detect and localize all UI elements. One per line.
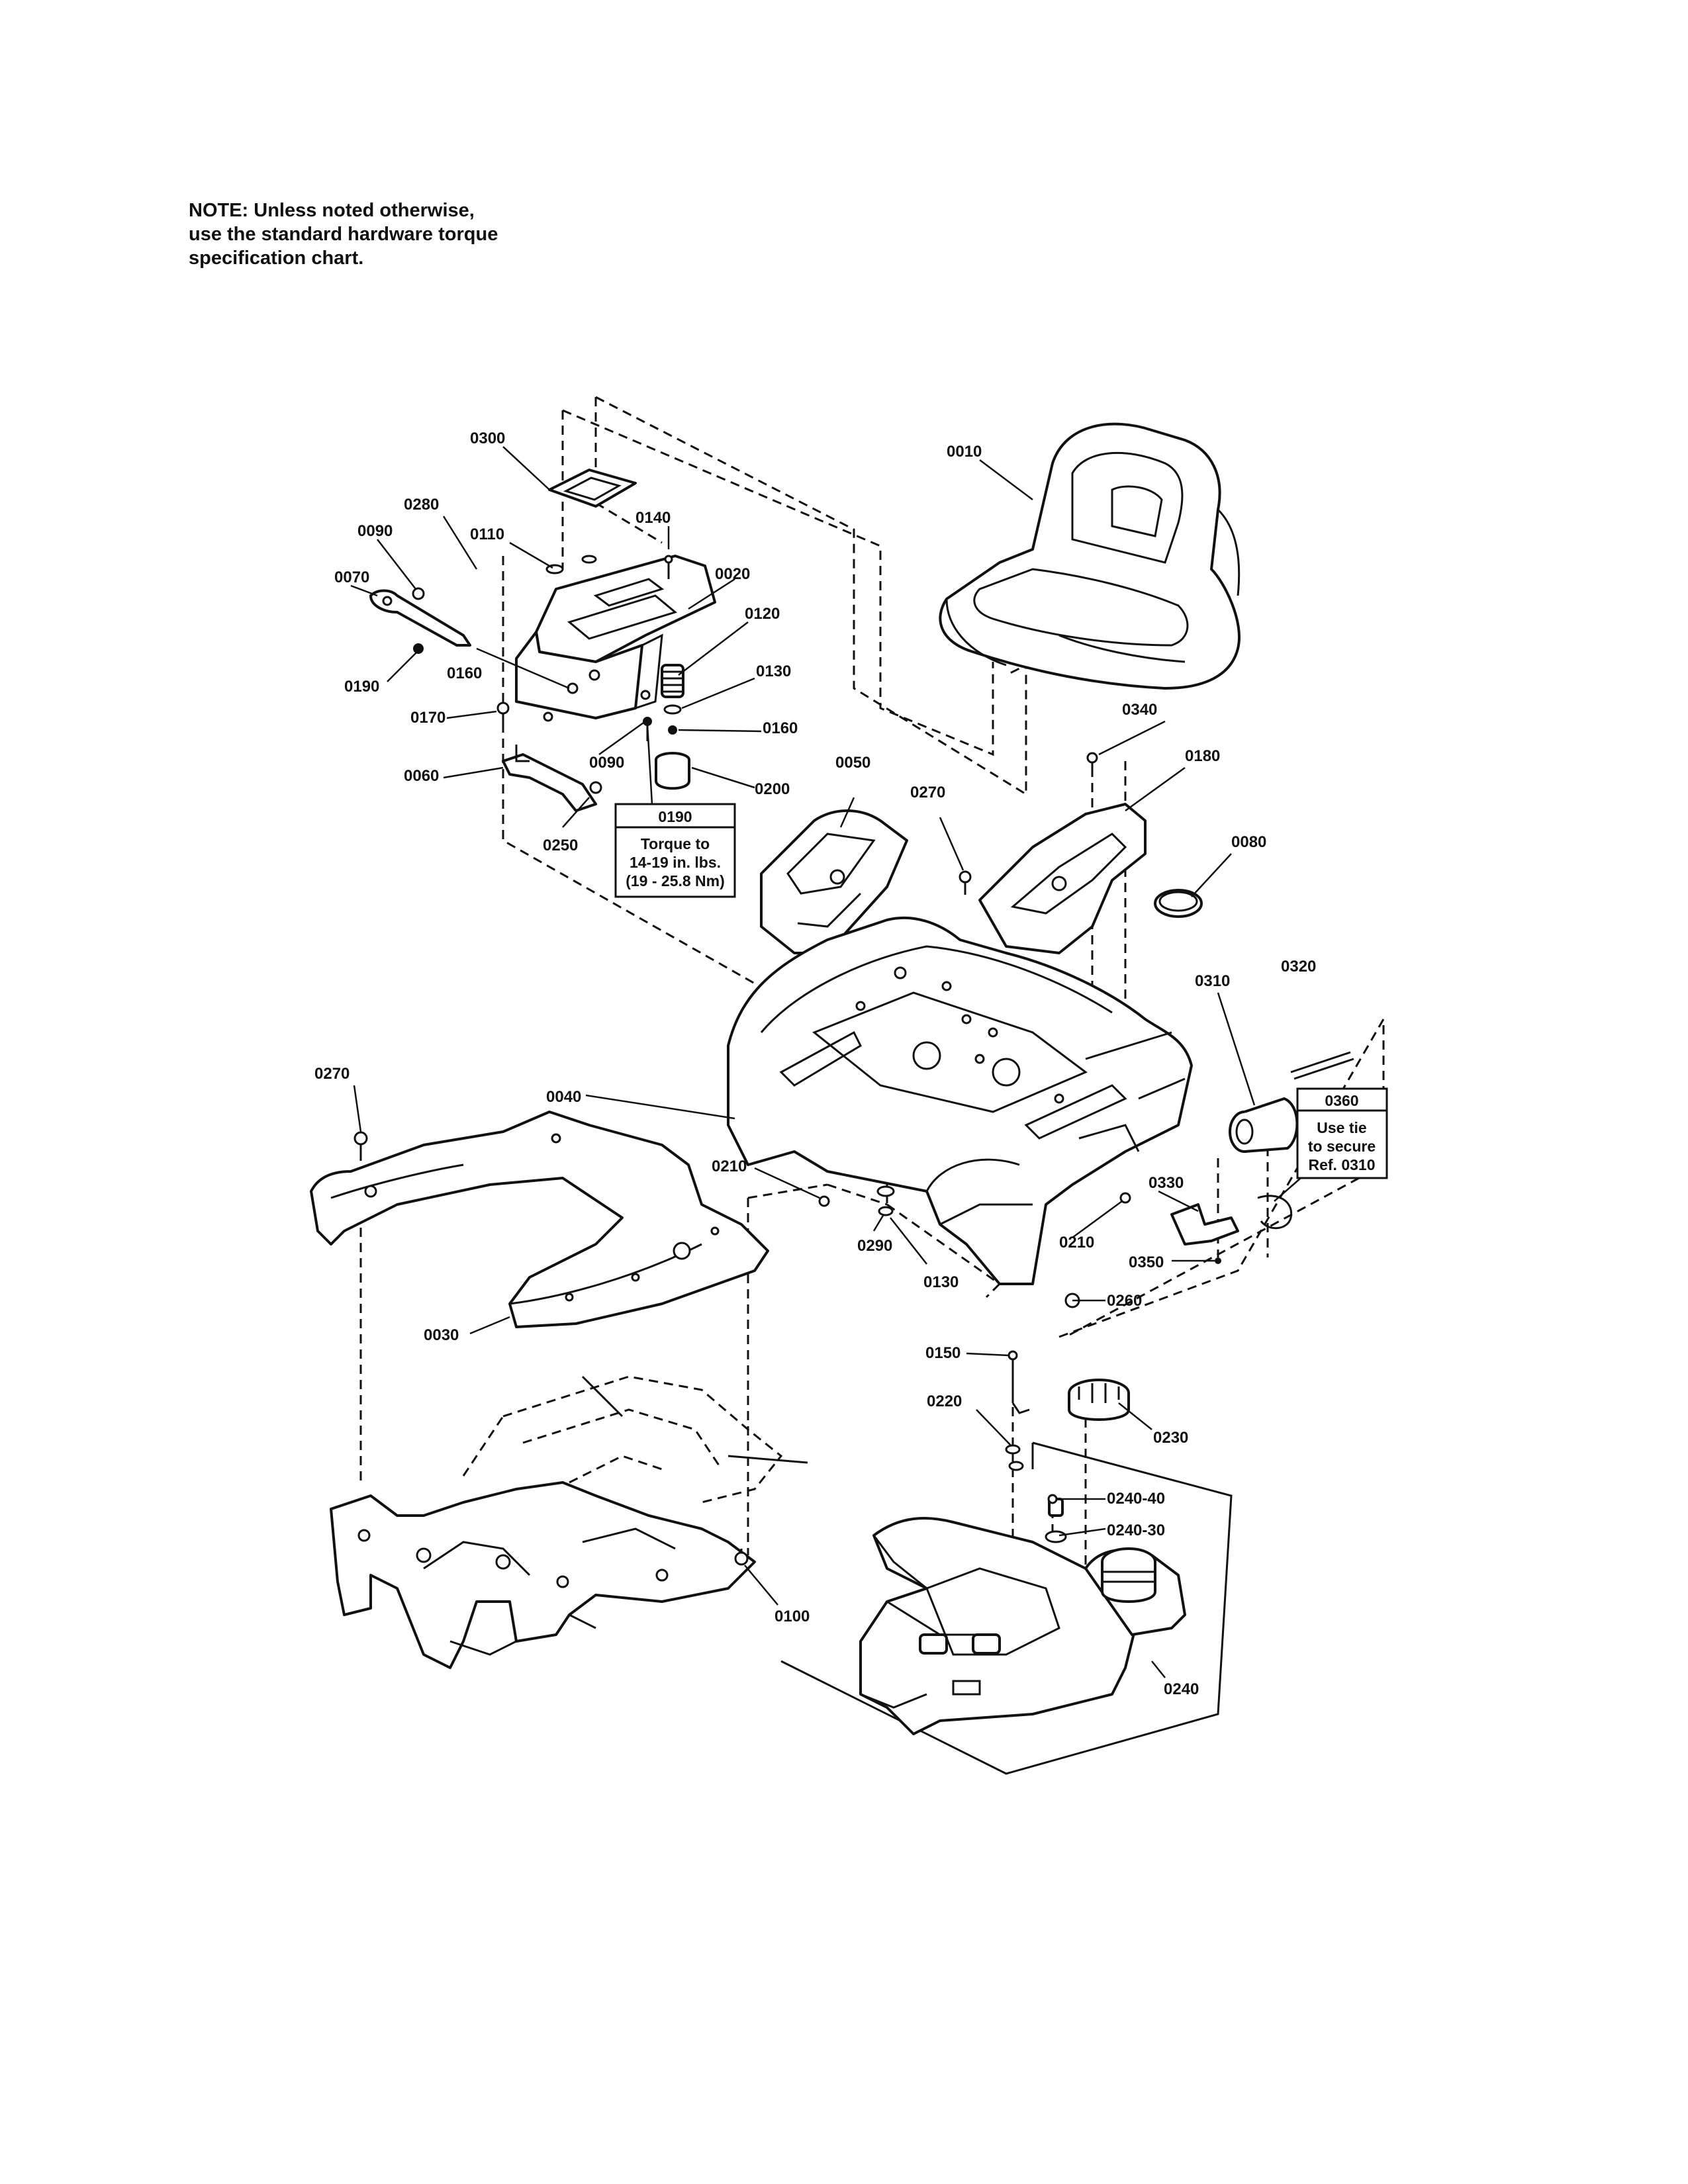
- callout-0240-40: 0240-40: [1107, 1490, 1165, 1508]
- callout-0170: 0170: [410, 709, 445, 727]
- torque-box-ref: 0190: [658, 808, 692, 825]
- callout-0280: 0280: [404, 496, 439, 514]
- seat-0010: [939, 422, 1241, 690]
- callout-0300: 0300: [470, 430, 505, 447]
- callout-0200: 0200: [755, 780, 790, 798]
- callout-0150: 0150: [925, 1344, 961, 1362]
- callout-0270-a: 0270: [910, 784, 945, 801]
- fuel-hardware: [1005, 1350, 1067, 1543]
- fender-0040: [727, 916, 1193, 1285]
- callout-0310: 0310: [1195, 972, 1230, 990]
- callout-0160-a: 0160: [447, 664, 482, 682]
- callout-0160-b: 0160: [763, 719, 798, 737]
- callout-0140: 0140: [635, 509, 671, 527]
- callout-0240: 0240: [1164, 1680, 1199, 1698]
- callout-0040: 0040: [546, 1088, 581, 1106]
- torque-box-line-3: (19 - 25.8 Nm): [626, 872, 725, 889]
- misc-hardware: [353, 752, 1131, 1566]
- torque-box-line-2: 14-19 in. lbs.: [630, 854, 721, 871]
- tie-box-line-1: Use tie: [1317, 1119, 1366, 1136]
- callout-0110: 0110: [470, 525, 504, 543]
- torque-note: NOTE: Unless noted otherwise, use the st…: [189, 199, 599, 270]
- callout-0350: 0350: [1129, 1253, 1164, 1271]
- tie-box-line-2: to secure: [1308, 1138, 1376, 1155]
- callout-0060: 0060: [404, 767, 439, 785]
- callout-0080: 0080: [1231, 833, 1266, 851]
- callout-0130-a: 0130: [756, 662, 791, 680]
- callout-0020: 0020: [715, 565, 750, 583]
- insert-0180: [978, 803, 1147, 954]
- callout-0330: 0330: [1149, 1174, 1184, 1192]
- callout-0190-a: 0190: [344, 678, 379, 696]
- callout-0180: 0180: [1185, 747, 1220, 765]
- callout-0120: 0120: [745, 605, 780, 623]
- panel-0030: [310, 1111, 769, 1328]
- callout-0210-b: 0210: [1059, 1234, 1094, 1251]
- bracket-0330: [1170, 1195, 1293, 1264]
- tie-box-ref: 0360: [1325, 1092, 1358, 1109]
- callout-0210-a: 0210: [712, 1158, 747, 1175]
- callout-0130-b: 0130: [923, 1273, 959, 1291]
- filter-0310: [1229, 1051, 1354, 1153]
- callout-0270-b: 0270: [314, 1065, 350, 1083]
- chassis-frame: [330, 1375, 808, 1669]
- callout-0100: 0100: [774, 1608, 810, 1625]
- panel-0020: [515, 555, 716, 719]
- callout-0070: 0070: [334, 569, 369, 586]
- note-line-3: specification chart.: [189, 248, 364, 269]
- torque-box-line-1: Torque to: [641, 835, 710, 852]
- cap-0230: [1068, 1379, 1130, 1421]
- callout-0260: 0260: [1107, 1292, 1142, 1310]
- tie-box-line-3: Ref. 0310: [1308, 1156, 1375, 1173]
- callout-0220: 0220: [927, 1392, 962, 1410]
- callout-0340: 0340: [1122, 701, 1157, 719]
- tie-box: 0360 Use tie to secure Ref. 0310: [1274, 1087, 1388, 1202]
- callout-0250: 0250: [543, 837, 578, 854]
- callout-0030: 0030: [424, 1326, 459, 1344]
- fuel-tank-0240: [780, 1441, 1233, 1775]
- callout-0290: 0290: [857, 1237, 892, 1255]
- note-line-2: use the standard hardware torque: [189, 224, 498, 245]
- callout-0010: 0010: [947, 443, 982, 461]
- callout-0090-b: 0090: [589, 754, 624, 772]
- torque-box: 0190 Torque to 14-19 in. lbs. (19 - 25.8…: [614, 724, 736, 898]
- callout-0230: 0230: [1153, 1429, 1188, 1447]
- leader-lines: [350, 446, 1256, 1678]
- callout-0050: 0050: [835, 754, 870, 772]
- gasket-0300: [548, 469, 637, 508]
- callout-labels: 0300 0010 0280 0090 0110 0140 0070 0020 …: [314, 430, 1316, 1698]
- lever-0070: [369, 589, 471, 647]
- insert-0050: [760, 809, 908, 954]
- cap-0080: [1154, 889, 1203, 918]
- note-line-1: NOTE: Unless noted otherwise,: [189, 200, 475, 221]
- bracket-0060: [502, 745, 602, 812]
- callout-0320: 0320: [1281, 958, 1316, 976]
- callout-0090-a: 0090: [357, 522, 393, 540]
- callout-0240-30: 0240-30: [1107, 1522, 1165, 1539]
